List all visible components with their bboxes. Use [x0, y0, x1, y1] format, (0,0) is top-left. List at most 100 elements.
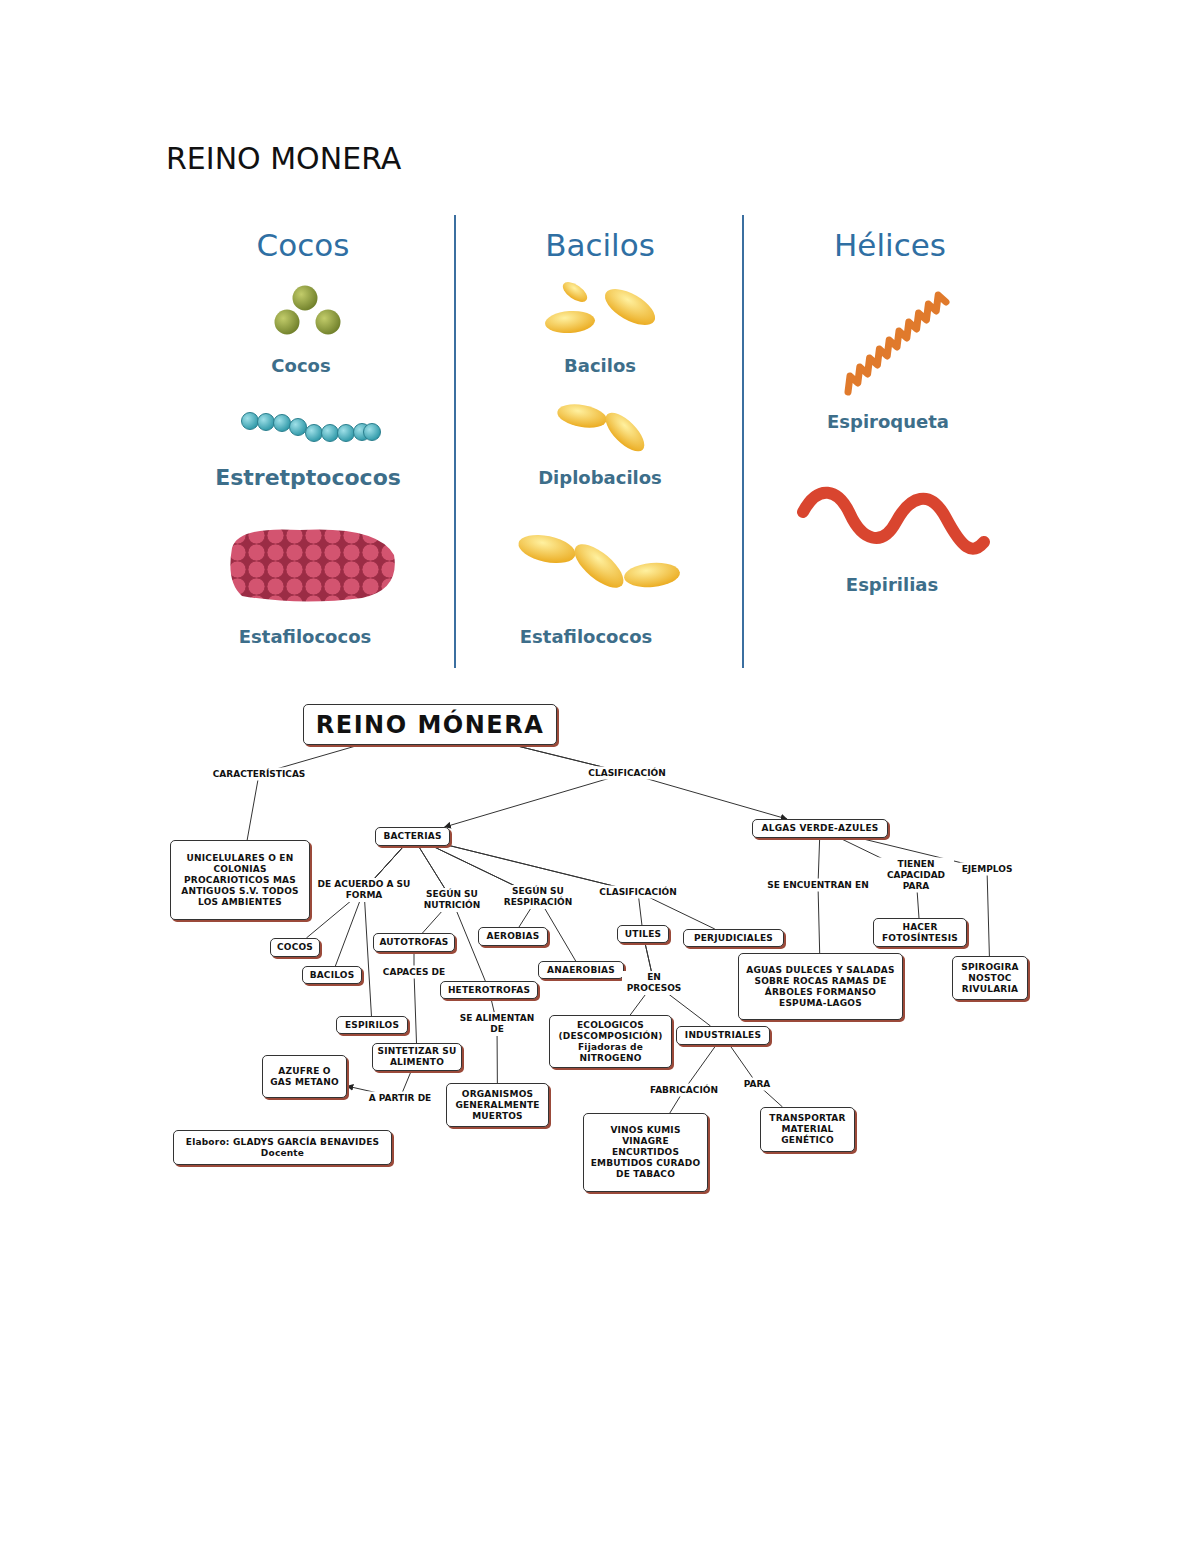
concept-box: UNICELULARES O EN COLONIAS PROCARIOTICOS… [170, 840, 310, 920]
link-word: DE ACUERDO A SU FORMA [312, 878, 416, 902]
illustration-label: Hélices [834, 227, 946, 263]
concept-box: Elaboro: GLADYS GARCÍA BENAVIDES Docente [173, 1130, 392, 1165]
spirochete [848, 295, 946, 392]
concept-box: BACTERIAS [375, 827, 450, 846]
connector-line [730, 1045, 783, 1107]
streptococcus-cell [338, 425, 355, 442]
box-text: INDUSTRIALES [681, 1030, 765, 1041]
illustration-label: Bacilos [545, 227, 655, 263]
connector-line [364, 846, 404, 1016]
link-word: SEGÚN SU NUTRICIÓN [419, 888, 485, 912]
link-word: PARA [742, 1078, 773, 1091]
box-text: Elaboro: GLADYS GARCÍA BENAVIDES Docente [178, 1137, 387, 1159]
column-divider [742, 215, 744, 668]
box-text: SPIROGIRA NOSTOC RIVULARIA [957, 962, 1023, 995]
concept-box: UTILES [617, 925, 669, 943]
streptococcus-cell [258, 414, 275, 431]
diplobacillus-cell [555, 401, 608, 431]
link-word: FABRICACIÓN [648, 1084, 720, 1097]
connector-line [445, 745, 627, 827]
title-box: REINO MÓNERA [303, 704, 557, 745]
connector-line [513, 745, 787, 819]
illustration-label: Cocos [271, 355, 330, 376]
concept-box: PERJUDICIALES [683, 929, 784, 947]
concept-box: ALGAS VERDE-AZULES [752, 819, 888, 838]
bacillus-chain-cell [623, 561, 681, 590]
concept-box: SINTETIZAR SU ALIMENTO [372, 1043, 462, 1071]
box-text: AEROBIAS [483, 931, 543, 942]
streptococcus-cell [290, 419, 307, 436]
link-word: CLASIFICACIÓN [597, 886, 678, 899]
link-word: CAPACES DE [381, 966, 447, 979]
coccus-cell [316, 310, 341, 335]
link-word: SEGÚN SU RESPIRACIÓN [495, 885, 581, 909]
box-text: ANAEROBIAS [543, 965, 619, 976]
streptococcus-cell [322, 425, 339, 442]
connector-line [859, 838, 989, 956]
box-text: COCOS [275, 942, 315, 953]
column-divider [454, 215, 456, 668]
streptococcus-cell [306, 425, 323, 442]
page-title: REINO MONERA [166, 140, 401, 178]
concept-box: AZUFRE O GAS METANO [262, 1055, 347, 1098]
box-text: AUTOTROFAS [378, 937, 450, 948]
concept-box: ANAEROBIAS [538, 961, 624, 979]
coccus-cell [293, 286, 318, 311]
link-word: A PARTIR DE [367, 1092, 434, 1105]
spirillum [803, 493, 984, 549]
connector-line [670, 1045, 716, 1113]
link-word: CLASIFICACIÓN [586, 767, 667, 780]
illustration-label: Diplobacilos [538, 467, 662, 488]
box-text: AZUFRE O GAS METANO [267, 1066, 342, 1088]
connector-line [418, 846, 485, 981]
box-text: BACTERIAS [380, 831, 445, 842]
illustration-label: Estafilococos [239, 626, 371, 647]
concept-box: ESPIRILOS [336, 1016, 408, 1034]
box-text: SINTETIZAR SU ALIMENTO [377, 1046, 457, 1068]
box-text: AGUAS DULECES Y SALADAS SOBRE ROCAS RAMA… [743, 965, 898, 1009]
box-text: REINO MÓNERA [308, 710, 552, 740]
box-text: HACER FOTOSÍNTESIS [878, 922, 962, 944]
coccus-cell [275, 310, 300, 335]
concept-box: TRANSPORTAR MATERIAL GENÉTICO [760, 1107, 855, 1152]
concept-box: ORGANISMOS GENERALMENTE MUERTOS [446, 1083, 549, 1127]
concept-box: ECOLOGICOS (DESCOMPOSICIÓN) Fijadoras de… [549, 1015, 672, 1068]
box-text: BACILOS [307, 970, 357, 981]
box-text: VINOS KUMIS VINAGRE ENCURTIDOS EMBUTIDOS… [588, 1125, 703, 1180]
bacillus-cell [544, 309, 595, 334]
concept-box: HACER FOTOSÍNTESIS [873, 918, 967, 947]
illustration-label: Espiroqueta [827, 411, 949, 432]
illustration-label: Estretptococos [215, 465, 401, 490]
box-text: ORGANISMOS GENERALMENTE MUERTOS [451, 1089, 544, 1122]
concept-box: BACILOS [302, 966, 362, 984]
concept-box: VINOS KUMIS VINAGRE ENCURTIDOS EMBUTIDOS… [583, 1113, 708, 1192]
concept-box: HETEROTROFAS [440, 981, 538, 999]
connector-line [450, 846, 715, 929]
box-text: UNICELULARES O EN COLONIAS PROCARIOTICOS… [175, 853, 305, 908]
streptococcus-cell [274, 415, 291, 432]
bacillus-chain-cell [568, 537, 631, 595]
bacillus-cell [599, 282, 660, 333]
streptococcus-cell [242, 413, 259, 430]
link-word: EJEMPLOS [960, 863, 1015, 876]
link-word: SE ENCUENTRAN EN [765, 879, 870, 892]
illustration-label: Bacilos [564, 355, 636, 376]
connector-line [247, 745, 359, 840]
link-word: SE ALIMENTAN DE [455, 1012, 539, 1036]
connector-line [818, 838, 820, 953]
bacillus-chain-cell [516, 530, 578, 567]
box-text: UTILES [622, 929, 664, 940]
diplobacillus-cell [600, 407, 651, 458]
link-word: EN PROCESOS [622, 971, 686, 995]
streptococcus-cell [364, 424, 381, 441]
link-word: TIENEN CAPACIDAD PARA [878, 858, 954, 893]
box-text: ESPIRILOS [341, 1020, 403, 1031]
concept-box: COCOS [270, 938, 320, 957]
box-text: HETEROTROFAS [445, 985, 533, 996]
box-text: PERJUDICIALES [688, 933, 779, 944]
link-word: CARACTERÍSTICAS [211, 768, 308, 781]
bacillus-cell [560, 278, 591, 306]
staphylococcus-cluster [230, 529, 394, 601]
concept-box: AUTOTROFAS [373, 933, 455, 952]
concept-box: AGUAS DULECES Y SALADAS SOBRE ROCAS RAMA… [738, 953, 903, 1020]
